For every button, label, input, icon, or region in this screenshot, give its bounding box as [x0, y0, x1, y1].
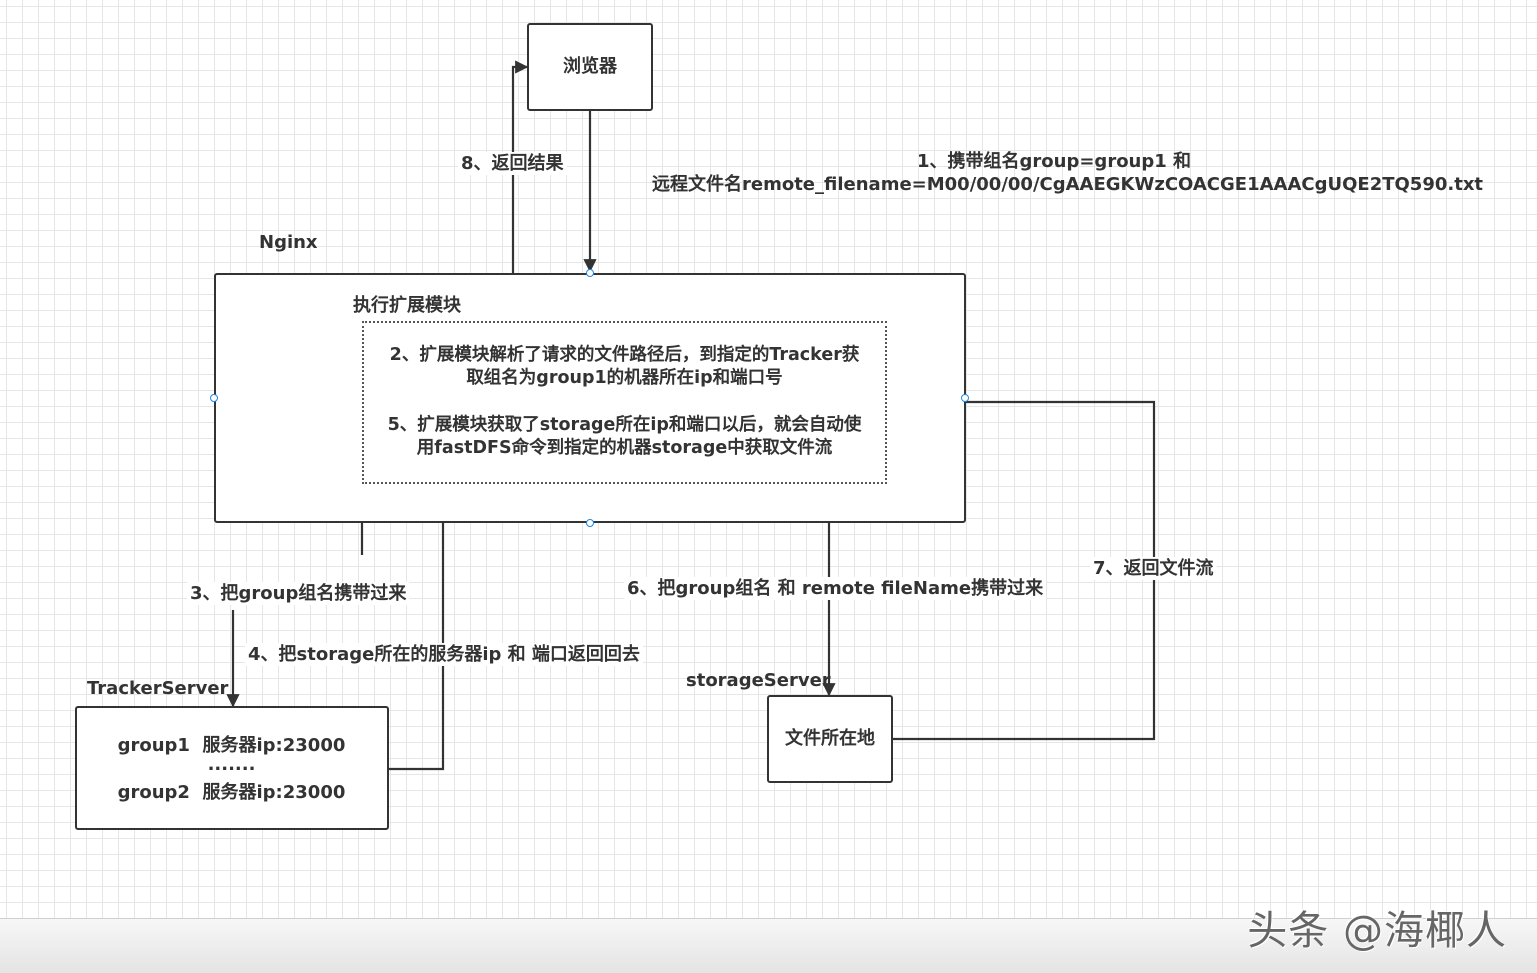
extension-module-box[interactable]: [362, 321, 887, 484]
nginx-handle-left[interactable]: [210, 394, 218, 402]
module-title: 执行扩展模块: [353, 295, 461, 316]
storage-server-box[interactable]: 文件所在地: [767, 695, 893, 783]
storage-box-label: 文件所在地: [785, 728, 875, 750]
tracker-server-box[interactable]: group1 服务器ip:23000 ....... group2 服务器ip:…: [75, 706, 389, 830]
edge-label-step6: 6、把group组名 和 remote fileName携带过来: [624, 577, 1047, 601]
module-step5-text: 5、扩展模块获取了storage所在ip和端口以后，就会自动使 用fastDFS…: [387, 415, 862, 458]
edge-label-step1-line2: 远程文件名remote_filename=M00/00/00/CgAAEGKWz…: [652, 174, 1484, 195]
tracker-group1: group1 服务器ip:23000: [117, 735, 346, 756]
bottom-scroll-bar: [0, 918, 1537, 973]
nginx-handle-right[interactable]: [961, 394, 969, 402]
edge-label-step7: 7、返回文件流: [1090, 557, 1217, 581]
edge-label-step8: 8、返回结果: [458, 152, 567, 176]
edge-label-step1-line1: 1、携带组名group=group1 和: [917, 151, 1192, 172]
tracker-dots: .......: [207, 754, 256, 775]
module-step2-text: 2、扩展模块解析了请求的文件路径后，到指定的Tracker获 取组名为group…: [389, 345, 860, 388]
storage-title: storageServer: [686, 670, 831, 691]
browser-label: 浏览器: [563, 56, 617, 78]
edge-label-step4: 4、把storage所在的服务器ip 和 端口返回回去: [245, 643, 643, 667]
browser-box[interactable]: 浏览器: [527, 23, 653, 111]
nginx-title: Nginx: [259, 232, 318, 253]
edge-label-step3: 3、把group组名携带过来: [187, 582, 410, 606]
nginx-handle-top[interactable]: [586, 269, 594, 277]
tracker-group2: group2 服务器ip:23000: [117, 782, 346, 803]
watermark-text: 头条 @海椰人: [1247, 908, 1507, 954]
nginx-handle-bottom[interactable]: [586, 519, 594, 527]
tracker-title: TrackerServer: [87, 678, 229, 699]
edge-step4-line[interactable]: [389, 482, 450, 771]
